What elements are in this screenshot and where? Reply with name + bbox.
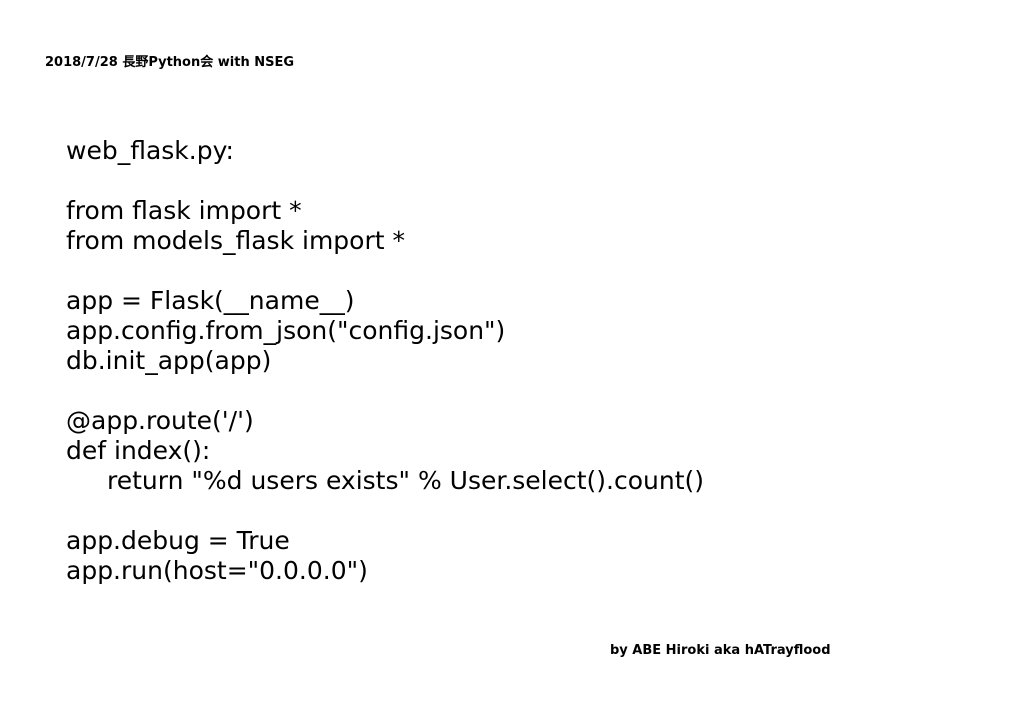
slide-header-caption: 2018/7/28 長野Python会 with NSEG (45, 55, 295, 70)
slide-footer-caption: by ABE Hiroki aka hATrayflood (610, 643, 831, 658)
code-line-import-flask: from flask import * (66, 196, 302, 225)
code-line-blank (66, 496, 986, 526)
code-line-blank (66, 256, 986, 286)
code-line-import-models: from models_flask import * (66, 226, 406, 255)
code-line-blank (66, 166, 986, 196)
code-line-filename: web_flask.py: (66, 136, 234, 165)
code-line-db-init: db.init_app(app) (66, 346, 272, 375)
code-line-app-config: app.config.from_json("config.json") (66, 316, 506, 345)
code-line-route-decorator: @app.route('/') (66, 406, 254, 435)
code-line-def-index: def index(): (66, 436, 211, 465)
code-line-return: return "%d users exists" % User.select()… (107, 466, 705, 495)
code-line-app-create: app = Flask(__name__) (66, 286, 355, 315)
code-listing: web_flask.py: from flask import * from m… (66, 136, 986, 586)
code-line-app-debug: app.debug = True (66, 526, 290, 555)
code-line-app-run: app.run(host="0.0.0.0") (66, 556, 368, 585)
code-line-blank (66, 376, 986, 406)
